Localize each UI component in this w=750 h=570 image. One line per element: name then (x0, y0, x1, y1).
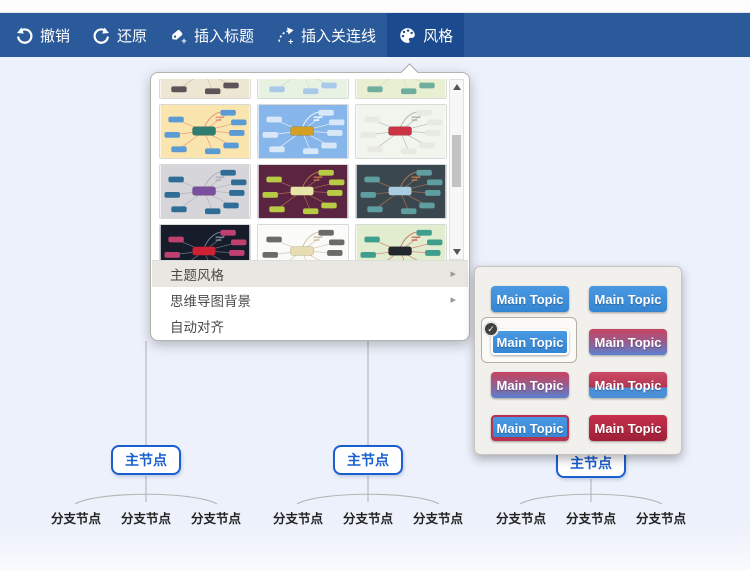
branch-node-1-2[interactable]: 分支节点 (120, 512, 171, 526)
theme-list-scrollbar[interactable] (449, 79, 464, 260)
toolbar-button-undo[interactable]: 撤销 (4, 13, 81, 57)
scrollbar-thumb[interactable] (452, 135, 461, 187)
insert-title-icon: + (169, 26, 188, 45)
main-topic-node-1[interactable]: 主节点 (111, 445, 181, 475)
branch-node-1-1[interactable]: 分支节点 (50, 512, 101, 526)
topic-style-blue-red-border[interactable]: Main Topic (491, 415, 569, 441)
branch-node-3-1[interactable]: 分支节点 (495, 512, 546, 526)
main-topic-node-2[interactable]: 主节点 (333, 445, 403, 475)
branch-node-3-3[interactable]: 分支节点 (635, 512, 686, 526)
topic-style-flat-blue-1[interactable]: Main Topic (491, 286, 569, 312)
theme-thumbnail-yellow-green[interactable] (355, 79, 447, 99)
toolbar-button-insert-title[interactable]: + 插入标题 (158, 13, 265, 57)
topic-style-flat-red[interactable]: Main Topic (589, 415, 667, 441)
theme-thumbnail-charcoal[interactable] (355, 164, 447, 219)
theme-thumbnail-white[interactable] (257, 224, 349, 260)
theme-thumbnail-cream[interactable] (159, 104, 251, 159)
theme-thumbnail-pale-gray[interactable] (355, 104, 447, 159)
branch-node-2-1[interactable]: 分支节点 (272, 512, 323, 526)
style-dropdown-panel: 主题风格 ▸ 思维导图背景 ▸ 自动对齐 ▸ (150, 63, 470, 341)
branch-node-1-3[interactable]: 分支节点 (190, 512, 241, 526)
theme-thumbnail-maroon[interactable] (257, 164, 349, 219)
triangle-down-icon (452, 249, 461, 255)
menu-item-2[interactable]: 自动对齐 ▸ (170, 320, 224, 335)
theme-thumbnail-beige[interactable] (159, 79, 251, 99)
toolbar-button-style-palette[interactable]: 风格 (387, 13, 465, 57)
topic-style-red-blue-gradient-2[interactable]: Main Topic (491, 372, 569, 398)
style-palette-icon (398, 26, 417, 45)
main-toolbar: 撤销 还原 + 插入标题 + 插入关连线 风格 (0, 13, 750, 57)
submenu-arrow-icon: ▸ (450, 293, 456, 306)
submenu-arrow-icon: ▸ (450, 267, 456, 280)
svg-text:+: + (181, 36, 186, 45)
triangle-up-icon (452, 84, 461, 90)
theme-thumbnail-silver[interactable] (159, 164, 251, 219)
window-top-strip (0, 0, 750, 13)
menu-item-1[interactable]: 思维导图背景 ▸ (170, 293, 456, 309)
topic-style-red-top-blue-band[interactable]: Main Topic (589, 372, 667, 398)
branch-node-2-3[interactable]: 分支节点 (412, 512, 463, 526)
scroll-down-button[interactable] (450, 245, 463, 259)
topic-style-flat-blue-selected[interactable]: Main Topic (491, 329, 569, 355)
topic-style-red-blue-gradient-1[interactable]: Main Topic (589, 329, 667, 355)
style-menu: 主题风格 ▸ 思维导图背景 ▸ 自动对齐 ▸ (152, 260, 468, 339)
check-badge-icon: ✓ (483, 321, 499, 337)
branch-node-3-2[interactable]: 分支节点 (565, 512, 616, 526)
theme-thumbnail-dark-navy[interactable] (159, 224, 251, 260)
redo-icon (92, 26, 111, 45)
theme-thumbnail-list (159, 79, 447, 260)
svg-text:+: + (288, 36, 293, 44)
scroll-up-button[interactable] (450, 80, 463, 94)
menu-item-0[interactable]: 主题风格 ▸ (152, 261, 468, 287)
theme-thumbnail-light-green[interactable] (355, 224, 447, 260)
undo-icon (15, 26, 34, 45)
toolbar-button-redo[interactable]: 还原 (81, 13, 158, 57)
insert-connector-icon: + (276, 26, 295, 45)
topic-style-flat-blue-2[interactable]: Main Topic (589, 286, 667, 312)
branch-node-2-2[interactable]: 分支节点 (342, 512, 393, 526)
theme-thumbnail-sky-blue[interactable] (257, 104, 349, 159)
toolbar-button-insert-connector[interactable]: + 插入关连线 (265, 13, 387, 57)
theme-thumbnail-pale-green[interactable] (257, 79, 349, 99)
